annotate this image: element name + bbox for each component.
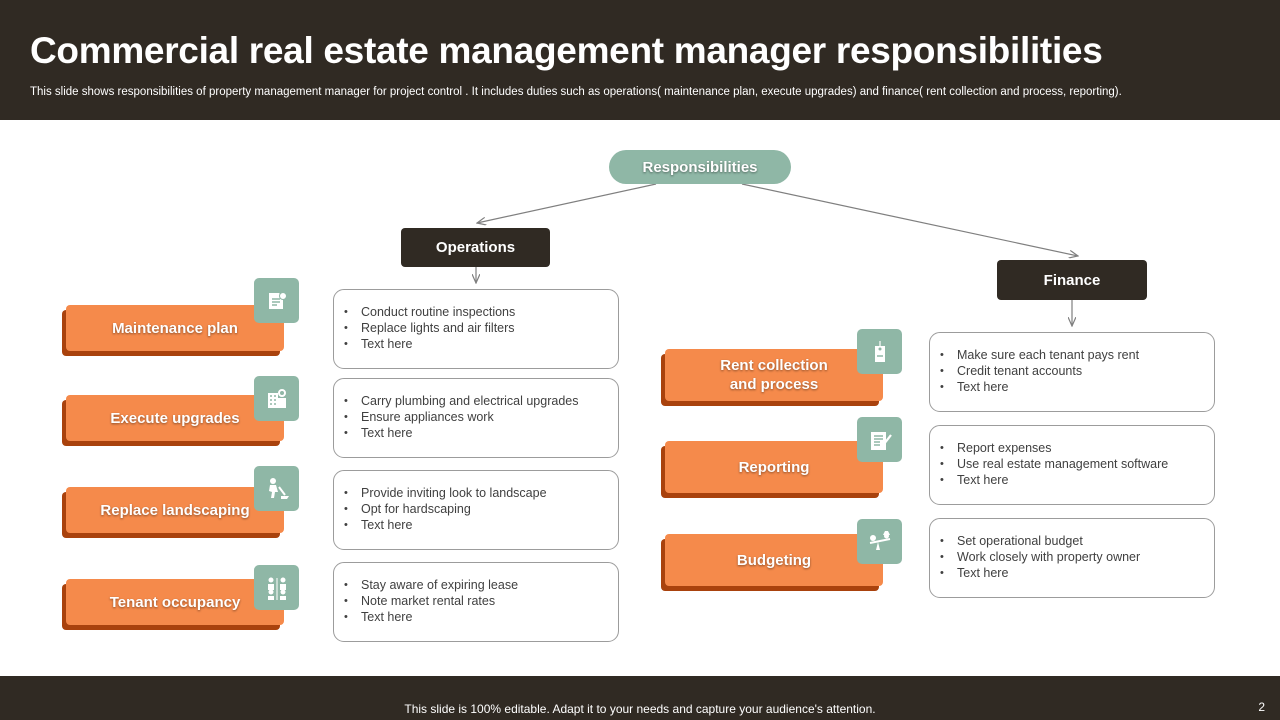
budgeting-box: Budgeting <box>661 534 883 591</box>
header-bar: Commercial real estate management manage… <box>0 0 1280 120</box>
bullet-item: Note market rental rates <box>342 593 610 609</box>
page-title: Commercial real estate management manage… <box>30 30 1103 71</box>
operations-node: Operations <box>401 228 550 267</box>
footer-text: This slide is 100% editable. Adapt it to… <box>404 702 876 716</box>
bullet-item: Opt for hardscaping <box>342 501 610 517</box>
finance-node: Finance <box>997 260 1147 300</box>
reporting-details: Report expenses Use real estate manageme… <box>929 425 1215 505</box>
budget-balance-icon <box>857 519 902 564</box>
bullet-item: Conduct routine inspections <box>342 304 610 320</box>
rent-collection-details: Make sure each tenant pays rent Credit t… <box>929 332 1215 412</box>
maintenance-plan-label: Maintenance plan <box>66 305 284 351</box>
bullet-item: Text here <box>938 472 1206 488</box>
execute-upgrades-label: Execute upgrades <box>66 395 284 441</box>
reporting-box: Reporting <box>661 441 883 498</box>
bullet-item: Provide inviting look to landscape <box>342 485 610 501</box>
building-upgrade-icon <box>254 376 299 421</box>
bullet-item: Make sure each tenant pays rent <box>938 347 1206 363</box>
bullet-item: Text here <box>938 565 1206 581</box>
maintenance-plan-box: Maintenance plan <box>62 305 284 356</box>
maintenance-plan-details: Conduct routine inspections Replace ligh… <box>333 289 619 369</box>
maintenance-icon <box>254 278 299 323</box>
arrow-root-to-operations <box>477 183 657 223</box>
arrow-root-to-finance <box>741 183 1078 256</box>
tenant-occupancy-label: Tenant occupancy <box>66 579 284 625</box>
bullet-item: Text here <box>342 425 610 441</box>
budgeting-label: Budgeting <box>665 534 883 586</box>
landscaping-worker-icon <box>254 466 299 511</box>
page-number: 2 <box>1258 700 1265 714</box>
responsibilities-node: Responsibilities <box>609 150 791 184</box>
bullet-item: Report expenses <box>938 440 1206 456</box>
bullet-item: Work closely with property owner <box>938 549 1206 565</box>
execute-upgrades-box: Execute upgrades <box>62 395 284 446</box>
tenant-occupancy-box: Tenant occupancy <box>62 579 284 630</box>
tenant-occupancy-details: Stay aware of expiring lease Note market… <box>333 562 619 642</box>
budgeting-details: Set operational budget Work closely with… <box>929 518 1215 598</box>
bullet-item: Ensure appliances work <box>342 409 610 425</box>
tenants-icon <box>254 565 299 610</box>
bullet-item: Text here <box>342 517 610 533</box>
bullet-item: Carry plumbing and electrical upgrades <box>342 393 610 409</box>
footer-bar: This slide is 100% editable. Adapt it to… <box>0 676 1280 720</box>
bullet-item: Credit tenant accounts <box>938 363 1206 379</box>
reporting-label: Reporting <box>665 441 883 493</box>
replace-landscaping-box: Replace landscaping <box>62 487 284 538</box>
bullet-item: Use real estate management software <box>938 456 1206 472</box>
rent-collection-label: Rent collection and process <box>665 349 883 401</box>
bullet-item: Set operational budget <box>938 533 1206 549</box>
bullet-item: Text here <box>938 379 1206 395</box>
report-document-icon <box>857 417 902 462</box>
execute-upgrades-details: Carry plumbing and electrical upgrades E… <box>333 378 619 458</box>
bullet-item: Text here <box>342 336 610 352</box>
rent-collection-box: Rent collection and process <box>661 349 883 406</box>
bullet-item: Stay aware of expiring lease <box>342 577 610 593</box>
bullet-item: Text here <box>342 609 610 625</box>
bullet-item: Replace lights and air filters <box>342 320 610 336</box>
rent-tag-icon <box>857 329 902 374</box>
replace-landscaping-label: Replace landscaping <box>66 487 284 533</box>
replace-landscaping-details: Provide inviting look to landscape Opt f… <box>333 470 619 550</box>
page-subtitle: This slide shows responsibilities of pro… <box>30 86 1122 98</box>
